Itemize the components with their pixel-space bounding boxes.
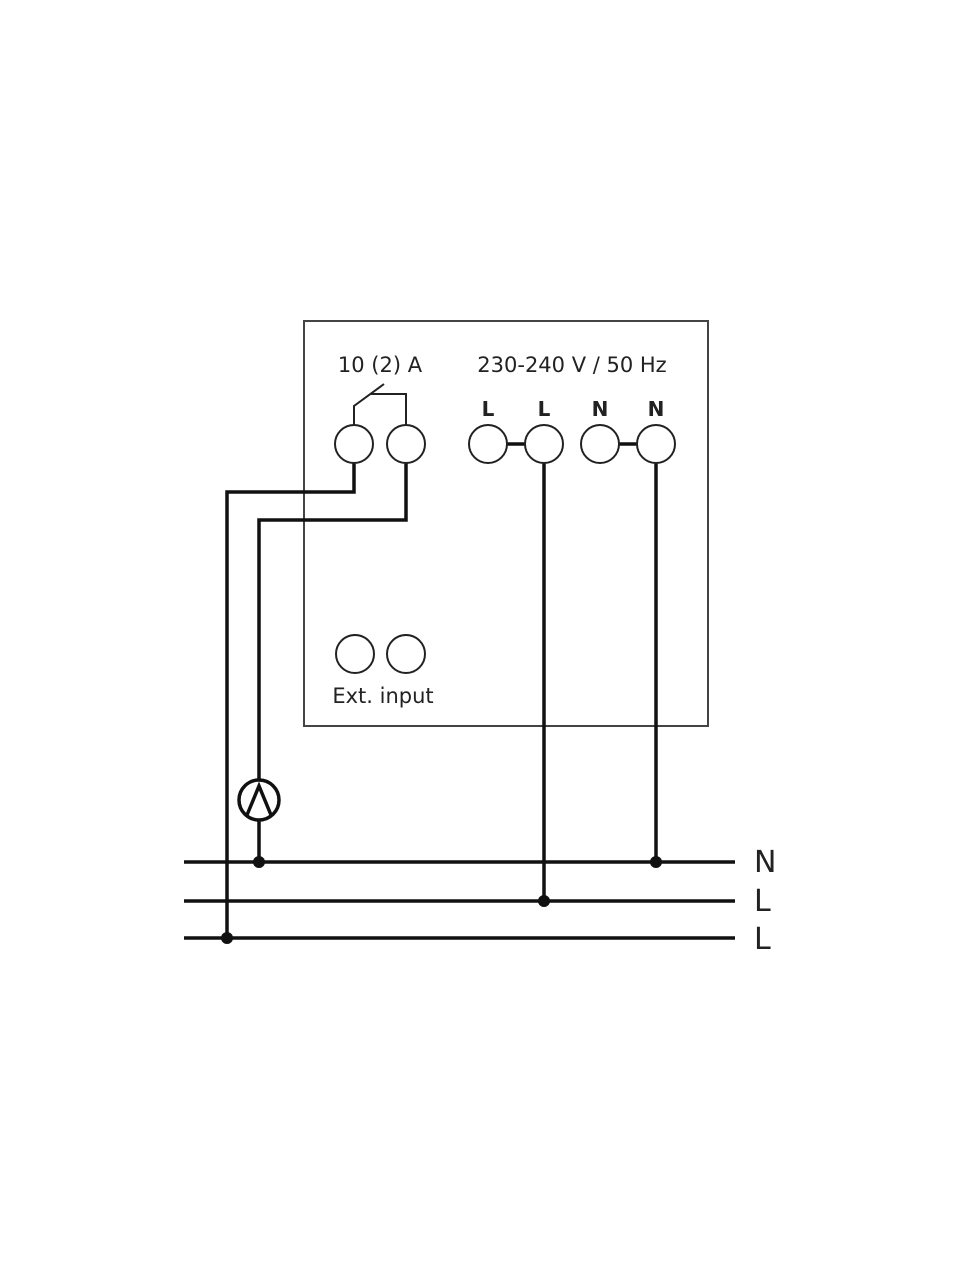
terminal-label-n2: N	[648, 397, 665, 421]
supply-voltage-label: 230-240 V / 50 Hz	[477, 353, 666, 377]
junction-dot	[221, 932, 233, 944]
supply-terminal-l2	[524, 424, 564, 464]
junction-dot	[538, 895, 550, 907]
ext-input-label: Ext. input	[332, 684, 433, 708]
ext-input-terminal-1	[335, 634, 375, 674]
relay-contact-fixed	[370, 393, 407, 427]
junction-dot	[253, 856, 265, 868]
terminal-label-l2: L	[538, 397, 551, 421]
pump-symbol	[237, 778, 281, 822]
relay-terminal-1	[334, 424, 374, 464]
bus-label-l-lower: L	[754, 922, 771, 957]
supply-terminal-n2	[636, 424, 676, 464]
supply-terminal-n1	[580, 424, 620, 464]
terminal-label-l1: L	[482, 397, 495, 421]
relay-rating-label: 10 (2) A	[338, 353, 423, 377]
supply-terminal-l1	[468, 424, 508, 464]
wire-relay-to-bus-l-lower	[225, 463, 356, 938]
terminal-label-n1: N	[592, 397, 609, 421]
relay-contact-switch	[353, 383, 385, 427]
bus-label-n: N	[754, 845, 776, 880]
wire-relay-to-pump	[257, 463, 408, 780]
junction-dot	[650, 856, 662, 868]
ext-input-terminal-2	[386, 634, 426, 674]
relay-terminal-2	[386, 424, 426, 464]
bus-label-l-middle: L	[754, 884, 771, 919]
